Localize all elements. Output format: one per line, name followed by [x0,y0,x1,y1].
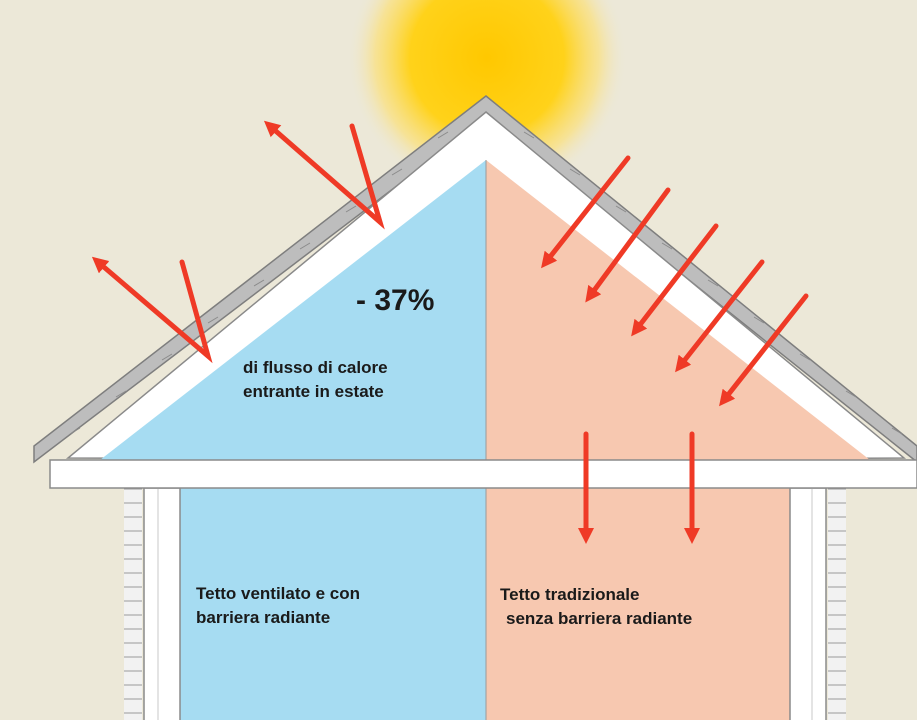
heat-flow-caption-line2: entrante in estate [243,382,384,401]
arrow-down-left-icon [585,187,671,303]
incoming-radiation [541,155,809,407]
traditional-roof-label-line2: senza barriera radiante [506,609,693,628]
arrow-down-left-icon [541,155,631,269]
arrow-down-left-icon [675,259,765,373]
attic-warm [486,160,870,460]
attic-cool [100,160,486,460]
heat-reduction-percentage: - 37% [356,284,435,317]
traditional-roof-label: Tetto tradizionale senza barriera radian… [500,583,692,631]
left-post [143,487,181,720]
heat-flow-caption-line1: di flusso di calore [243,358,388,377]
right-wall-warm [486,488,790,720]
left-siding [124,488,142,720]
traditional-roof-label-line1: Tetto tradizionale [500,585,640,604]
left-wall-cool [180,488,486,720]
heat-flow-caption: di flusso di calore entrante in estate [243,356,388,404]
arrow-up-left-icon [263,120,385,230]
shingle-marks [69,131,903,435]
arrow-up-left-icon [91,256,213,364]
ventilated-roof-label: Tetto ventilato e con barriera radiante [196,582,360,630]
arrow-down-left-icon [719,293,809,407]
right-post [789,487,827,720]
right-siding [828,488,846,720]
ceiling-beam [49,459,917,489]
reflected-radiation [91,120,385,364]
transmitted-radiation [577,431,701,545]
arrow-down-left-icon [631,223,719,337]
ventilated-roof-label-line2: barriera radiante [196,608,331,627]
ventilated-roof-label-line1: Tetto ventilato e con [196,584,361,603]
